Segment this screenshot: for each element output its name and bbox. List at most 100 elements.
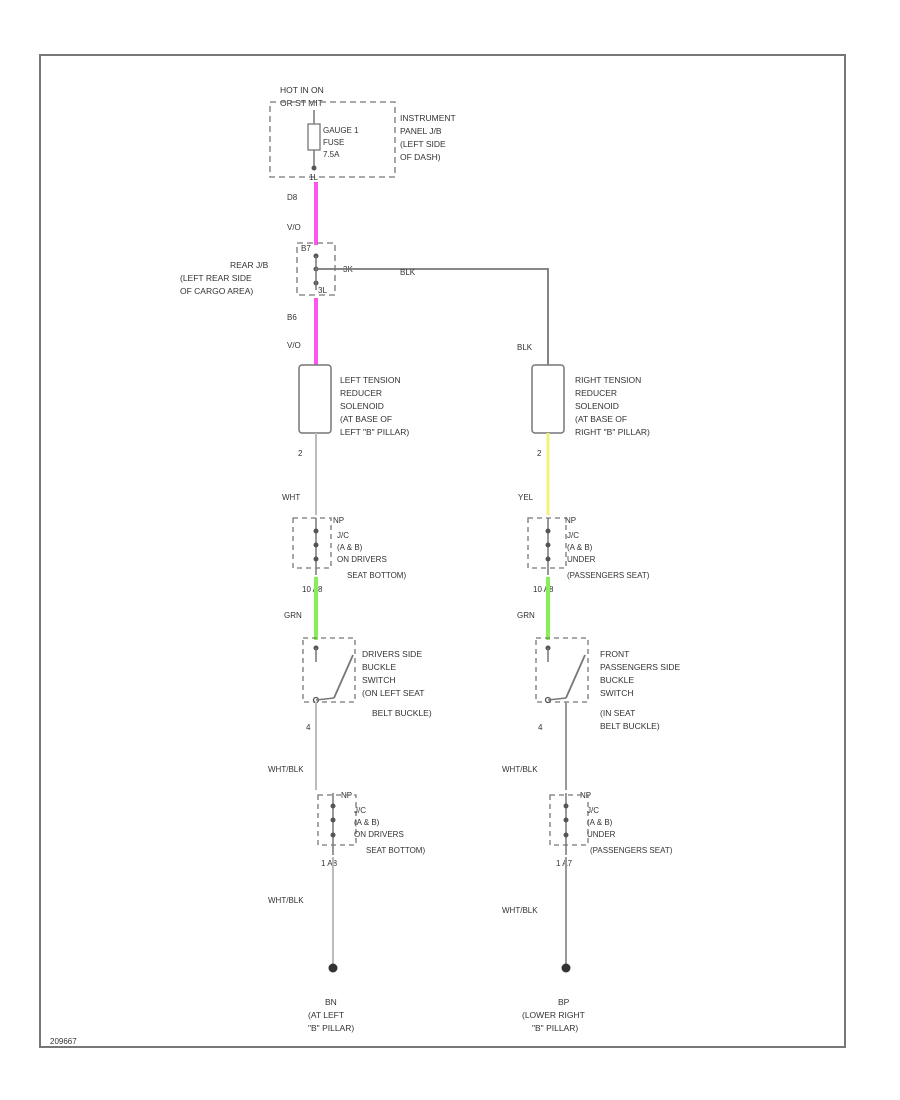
- left-conn2-line-3: ON DRIVERS: [354, 830, 404, 839]
- left-wire-grn-label: GRN: [284, 611, 302, 620]
- left-conn2-line-4: SEAT BOTTOM): [366, 846, 425, 855]
- right-conn2-pins: 1 A7: [556, 859, 573, 868]
- right-conn2-dot-3: [563, 832, 569, 838]
- left-conn2-dot-3: [330, 832, 336, 838]
- left-ground-id: BN: [325, 997, 337, 1007]
- right-solenoid-name-1: RIGHT TENSION: [575, 375, 641, 385]
- left-conn1-box: [292, 517, 332, 569]
- right-ground-icon: [561, 963, 571, 973]
- hot-line-2: OR ST MIT: [280, 98, 323, 108]
- fuse-block-name-1: INSTRUMENT: [400, 113, 456, 123]
- right-conn1-dot-2: [545, 542, 551, 548]
- right-wire-yel-label: YEL: [518, 493, 534, 502]
- footer-code: 209667: [50, 1037, 77, 1046]
- left-conn1-line-2: (A & B): [337, 543, 363, 552]
- left-buckle-name-2: BUCKLE: [362, 662, 396, 672]
- right-conn1-top: NP: [565, 516, 576, 525]
- rear-jb-name-1: REAR J/B: [230, 260, 269, 270]
- left-solenoid-name-5: LEFT "B" PILLAR): [340, 427, 409, 437]
- left-conn2-box: [317, 794, 357, 846]
- wire-blk-branch: [316, 268, 549, 365]
- right-conn2-box: [549, 794, 589, 846]
- mid-wire-color: V/O: [287, 341, 301, 350]
- left-solenoid-name-2: REDUCER: [340, 388, 382, 398]
- right-buckle-name-6: BELT BUCKLE): [600, 721, 660, 731]
- left-conn1-top: NP: [333, 516, 344, 525]
- left-buckle-name-5: BELT BUCKLE): [372, 708, 432, 718]
- left-ground-line-1: (AT LEFT: [308, 1010, 344, 1020]
- mid-pin-label: B6: [287, 313, 297, 322]
- left-conn1-line-1: J/C: [337, 531, 349, 540]
- right-ground-line-2: "B" PILLAR): [532, 1023, 578, 1033]
- left-solenoid-name-4: (AT BASE OF: [340, 414, 392, 424]
- right-solenoid-pin: 2: [537, 449, 542, 458]
- right-conn1-line-2: (A & B): [567, 543, 593, 552]
- right-buckle-arm: [565, 654, 586, 699]
- left-wire-whtblk2-label: WHT/BLK: [268, 896, 304, 905]
- fuse-block-name-2: PANEL J/B: [400, 126, 442, 136]
- right-buckle-name-2: PASSENGERS SIDE: [600, 662, 680, 672]
- right-conn1-box: [527, 517, 567, 569]
- right-buckle-name-1: FRONT: [600, 649, 629, 659]
- left-solenoid-body: [298, 364, 332, 434]
- fuse-block-name-3: (LEFT SIDE: [400, 139, 446, 149]
- right-solenoid-body: [531, 364, 565, 434]
- left-conn2-line-1: J/C: [354, 806, 366, 815]
- rear-jb-pin-top: B7: [301, 244, 311, 253]
- right-conn2-dot-2: [563, 817, 569, 823]
- right-conn2-line-3: UNDER: [587, 830, 616, 839]
- left-conn1-line-4: SEAT BOTTOM): [347, 571, 406, 580]
- left-conn1-line-3: ON DRIVERS: [337, 555, 387, 564]
- right-conn1-pins: 10 A8: [533, 585, 554, 594]
- fuse-pin-dot: [311, 165, 317, 171]
- left-conn1-dot-2: [313, 542, 319, 548]
- right-wire-in-label: BLK: [517, 343, 533, 352]
- left-conn1-dot-3: [313, 556, 319, 562]
- left-conn2-line-2: (A & B): [354, 818, 380, 827]
- right-conn1-line-4: (PASSENGERS SEAT): [567, 571, 650, 580]
- left-solenoid-pin: 2: [298, 449, 303, 458]
- right-wire-grn-label: GRN: [517, 611, 535, 620]
- right-conn2-line-1: J/C: [587, 806, 599, 815]
- upper-pin-label: D8: [287, 193, 298, 202]
- rear-jb-pin-bottom: 3L: [318, 286, 327, 295]
- left-buckle-name-3: SWITCH: [362, 675, 396, 685]
- right-solenoid-name-2: REDUCER: [575, 388, 617, 398]
- right-wire-whtblk2-label: WHT/BLK: [502, 906, 538, 915]
- fuse-label-1: GAUGE 1: [323, 126, 359, 135]
- right-conn2-dot-1: [563, 803, 569, 809]
- fuse-block-name-4: OF DASH): [400, 152, 441, 162]
- fuse-pin: 1L: [309, 173, 318, 182]
- left-solenoid-name-3: SOLENOID: [340, 401, 384, 411]
- left-solenoid-name-1: LEFT TENSION: [340, 375, 401, 385]
- branch-wire-color: BLK: [400, 268, 416, 277]
- left-conn2-pins: 1 A8: [321, 859, 338, 868]
- right-conn1-dot-3: [545, 556, 551, 562]
- rear-jb-name-3: OF CARGO AREA): [180, 286, 253, 296]
- left-buckle-lead: [315, 697, 335, 701]
- right-buckle-name-3: BUCKLE: [600, 675, 634, 685]
- right-conn1-dot-1: [545, 528, 551, 534]
- left-wire-wht-label: WHT: [282, 493, 300, 502]
- right-conn2-line-2: (A & B): [587, 818, 613, 827]
- fuse-block-box: [269, 101, 396, 178]
- left-conn1-dot-1: [313, 528, 319, 534]
- left-buckle-name-4: (ON LEFT SEAT: [362, 688, 425, 698]
- right-buckle-lead: [547, 697, 567, 701]
- right-buckle-pin: 4: [538, 723, 543, 732]
- right-conn1-line-1: J/C: [567, 531, 579, 540]
- upper-wire-color: V/O: [287, 223, 301, 232]
- right-solenoid-name-5: RIGHT "B" PILLAR): [575, 427, 650, 437]
- fuse-label-3: 7.5A: [323, 150, 340, 159]
- right-buckle-name-5: (IN SEAT: [600, 708, 635, 718]
- rear-jb-name-2: (LEFT REAR SIDE: [180, 273, 252, 283]
- hot-line-1: HOT IN ON: [280, 85, 324, 95]
- left-buckle-name-1: DRIVERS SIDE: [362, 649, 422, 659]
- left-buckle-box: [302, 637, 356, 703]
- right-buckle-box: [535, 637, 589, 703]
- left-wire-whtblk-label: WHT/BLK: [268, 765, 304, 774]
- left-ground-line-2: "B" PILLAR): [308, 1023, 354, 1033]
- fuse-label-2: FUSE: [323, 138, 344, 147]
- right-buckle-name-4: SWITCH: [600, 688, 634, 698]
